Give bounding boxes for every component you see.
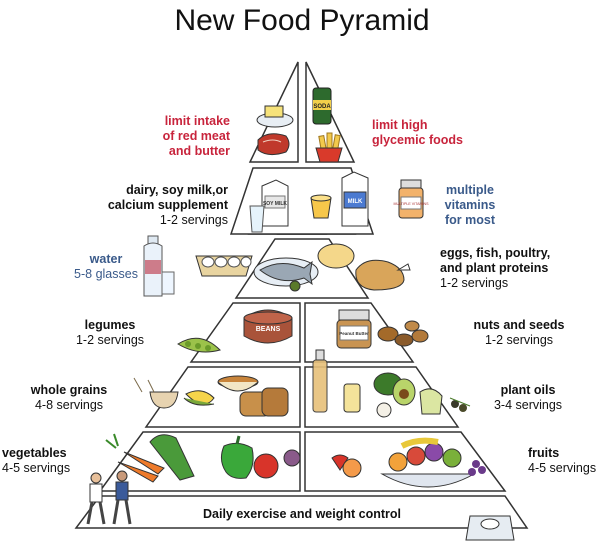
oil-bottle-icon	[312, 349, 361, 413]
chicken-icon	[355, 259, 411, 291]
label-exercise: Daily exercise and weight control	[203, 507, 401, 521]
cheese-icon	[317, 243, 355, 269]
label-oils: plant oils 3-4 servings	[493, 383, 563, 412]
corn-icon	[183, 390, 215, 406]
fruit-bowl-icon	[380, 437, 476, 488]
eggs-icon	[195, 255, 253, 277]
bean-pot-icon: BEANS	[243, 309, 293, 344]
label-fruits: fruits 4-5 servings	[528, 446, 597, 475]
milk-label: MILK	[348, 199, 363, 205]
label-legumes: legumes 1-2 servings	[75, 318, 145, 347]
avocado-icon	[373, 372, 416, 406]
butter-icon	[256, 105, 294, 128]
fries-icon	[315, 132, 343, 163]
yogurt-icon	[310, 194, 332, 219]
water-bottle-icon	[143, 235, 175, 297]
garlic-icon	[376, 402, 392, 418]
label-glycemic: limit high glycemic foods	[372, 118, 463, 147]
label-grains: whole grains 4-8 servings	[30, 383, 108, 412]
carrots-icon	[105, 433, 165, 483]
cereal-bowl-icon	[217, 375, 259, 392]
soy-milk-carton-icon: SOY MILK	[261, 179, 289, 227]
strawberry-icon	[331, 454, 349, 471]
label-water: water 5-8 glasses	[74, 252, 138, 281]
scale-icon	[465, 515, 515, 541]
grain-bowl-icon	[133, 377, 179, 409]
broccoli-icon	[149, 434, 195, 481]
olives-icon	[449, 397, 471, 412]
people-icon	[86, 470, 132, 525]
peach-icon	[342, 458, 362, 478]
onion-icon	[283, 449, 301, 467]
vitamin-bottle-icon: MULTIPLE VITAMINS	[393, 179, 429, 219]
page-title: New Food Pyramid	[174, 4, 430, 37]
milk-carton-icon: MILK	[341, 171, 369, 227]
tomato-icon	[253, 453, 279, 479]
peapod-icon	[177, 337, 221, 353]
glass-icon	[249, 205, 265, 233]
olive-oil-cruet-icon	[419, 388, 443, 415]
soda-label: SODA	[313, 104, 331, 110]
beans-label: BEANS	[256, 326, 281, 333]
soy-milk-label: SOY MILK	[263, 201, 287, 207]
label-vegetables: vegetables 4-5 servings	[2, 446, 71, 475]
nuts-icon	[377, 320, 429, 347]
vitamins-label: MULTIPLE VITAMINS	[393, 202, 429, 206]
label-nuts: nuts and seeds 1-2 servings	[473, 318, 565, 347]
steak-icon	[257, 133, 290, 156]
label-proteins: eggs, fish, poultry, and plant proteins …	[440, 246, 551, 290]
label-vitamins: multiple vitamins for most	[444, 183, 496, 227]
label-dairy: dairy, soy milk,or calcium supplement 1-…	[107, 183, 228, 227]
pepper-icon	[220, 435, 254, 479]
soda-can-icon: SODA	[312, 87, 332, 125]
peanut-butter-jar-icon: Peanut Butter	[336, 309, 372, 349]
grapes-icon	[468, 460, 486, 476]
tier-oils	[304, 366, 460, 428]
bread-icon	[239, 387, 289, 417]
peanut-butter-label: Peanut Butter	[339, 331, 369, 336]
fish-plate-icon	[253, 257, 319, 292]
label-red-meat: limit intake of red meat and butter	[162, 114, 230, 158]
